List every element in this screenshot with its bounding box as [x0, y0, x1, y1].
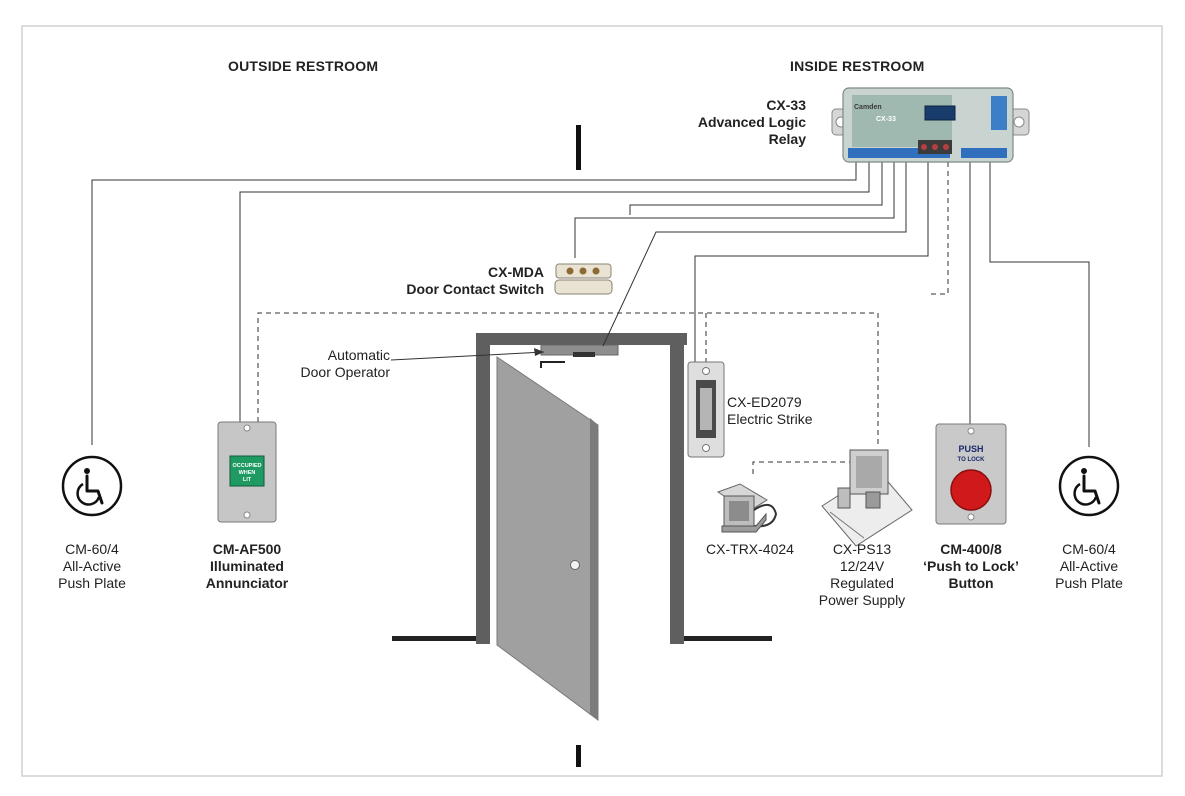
strike-desc: Electric Strike: [727, 411, 813, 427]
lock-button-label: CM-400/8 ‘Push to Lock’ Button: [910, 541, 1032, 592]
lock-button-desc-2: Button: [948, 575, 994, 591]
push-plate-left-label: CM-60/4 All-Active Push Plate: [37, 541, 147, 592]
relay-desc-1: Advanced Logic: [697, 114, 806, 130]
strike-label: CX-ED2079 Electric Strike: [727, 394, 813, 428]
push-plate-left-desc-1: All-Active: [62, 558, 122, 574]
relay-board-text: CX-33: [876, 116, 896, 123]
lock-button-desc-1: ‘Push to Lock’: [923, 558, 1019, 574]
door-operator: [540, 344, 619, 368]
push-plate-right-desc-2: Push Plate: [1055, 575, 1123, 591]
inside-restroom-header: INSIDE RESTROOM: [790, 58, 925, 74]
power-supply-model: CX-PS13: [832, 541, 892, 557]
power-supply-desc-3: Power Supply: [818, 592, 906, 608]
power-supply-label: CX-PS13 12/24V Regulated Power Supply: [802, 541, 922, 609]
power-supply: [821, 449, 913, 547]
annunciator-desc-2: Annunciator: [205, 575, 289, 591]
operator-arrow: [534, 348, 544, 356]
door-operator-line-2: Door Operator: [300, 364, 390, 380]
push-to-lock-button: PUSH TO LOCK: [935, 423, 1007, 525]
strike-model: CX-ED2079: [727, 394, 802, 410]
transformer: [716, 483, 778, 533]
power-supply-desc-2: Regulated: [830, 575, 894, 591]
illuminated-annunciator: OCCUPIED WHEN LIT: [217, 421, 277, 523]
push-plate-right-model: CM-60/4: [1062, 541, 1116, 557]
solid-wires: [91, 162, 1090, 447]
door-contact-label: CX-MDA Door Contact Switch: [360, 264, 544, 298]
annunciator-face-occupied: OCCUPIED: [232, 463, 261, 469]
relay-brand: Camden: [854, 104, 882, 111]
transformer-label: CX-TRX-4024: [690, 541, 810, 558]
push-plate-left-desc-2: Push Plate: [58, 575, 126, 591]
dashed-wires: [257, 162, 949, 474]
relay-board: [831, 87, 1030, 163]
accessibility-icon: [61, 455, 123, 517]
annunciator-face-when: WHEN: [239, 470, 256, 476]
relay-label: CX-33 Advanced Logic Relay: [660, 97, 806, 148]
push-plate-right-desc-1: All-Active: [1059, 558, 1119, 574]
relay-desc-2: Relay: [768, 131, 806, 147]
annunciator-face-lit: LIT: [243, 477, 252, 483]
door-operator-line-1: Automatic: [327, 347, 390, 363]
door-operator-label: Automatic Door Operator: [270, 347, 390, 381]
electric-strike: [687, 361, 725, 458]
door-knob: [570, 560, 580, 570]
push-plate-right-label: CM-60/4 All-Active Push Plate: [1034, 541, 1144, 592]
accessibility-icon: [1058, 455, 1120, 517]
floor-line-left: [392, 636, 480, 641]
push-plate-left-model: CM-60/4: [65, 541, 119, 557]
door-contact-desc: Door Contact Switch: [406, 281, 544, 297]
transformer-model: CX-TRX-4024: [706, 541, 794, 557]
annunciator-model: CM-AF500: [212, 541, 282, 557]
button-face-to-lock: TO LOCK: [958, 457, 986, 463]
lock-button-model: CM-400/8: [940, 541, 1002, 557]
door-contact-switch: [554, 263, 613, 295]
door-contact-model: CX-MDA: [488, 264, 544, 280]
door: [496, 356, 599, 721]
annunciator-desc-1: Illuminated: [210, 558, 284, 574]
button-face-push: PUSH: [958, 444, 983, 454]
wall-mark-bottom: [576, 745, 581, 767]
door-frame: [476, 333, 687, 644]
wall-mark-top: [576, 125, 581, 170]
diagram-border: [21, 25, 1163, 777]
annunciator-label: CM-AF500 Illuminated Annunciator: [187, 541, 307, 592]
power-supply-desc-1: 12/24V: [839, 558, 885, 574]
relay-model: CX-33: [766, 97, 806, 113]
floor-line-right: [682, 636, 772, 641]
outside-restroom-header: OUTSIDE RESTROOM: [228, 58, 379, 74]
